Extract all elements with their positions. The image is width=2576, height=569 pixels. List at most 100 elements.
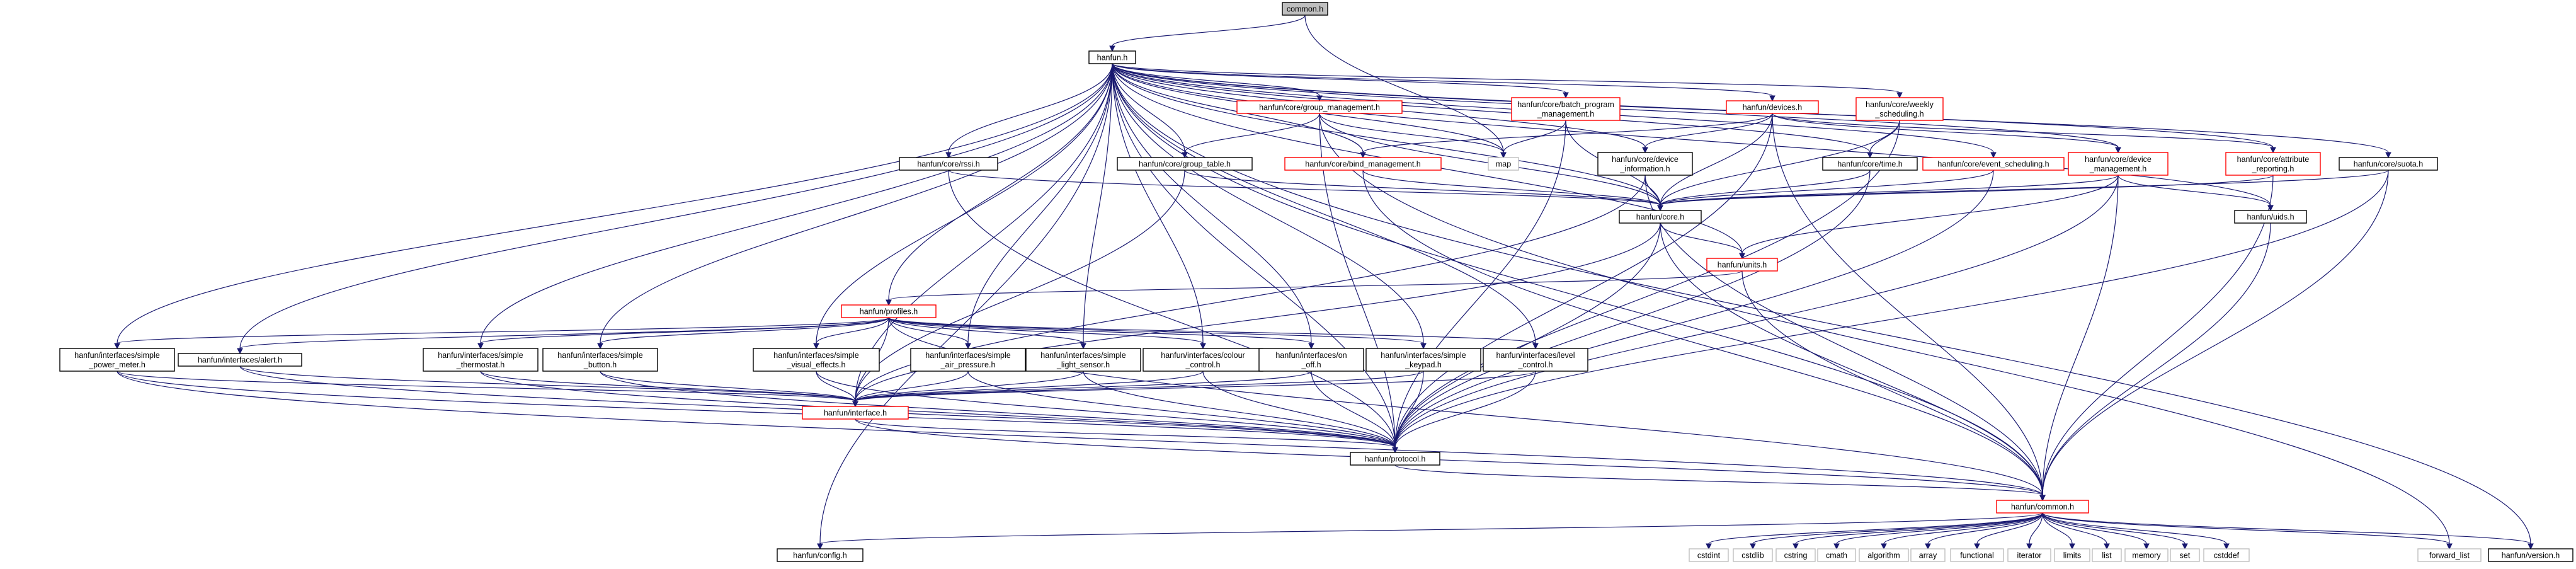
node-box bbox=[178, 353, 302, 367]
edge-line bbox=[888, 317, 969, 344]
node-box bbox=[2054, 548, 2090, 562]
edge-line bbox=[2042, 512, 2450, 544]
node-profiles[interactable]: hanfun/profiles.h bbox=[841, 304, 937, 318]
node-box bbox=[2203, 548, 2250, 562]
node-cstdint[interactable]: cstdint bbox=[1689, 548, 1729, 562]
node-bind-mgmt[interactable]: hanfun/core/bind_management.h bbox=[1284, 157, 1442, 171]
edge-arrowhead bbox=[1392, 447, 1398, 454]
edge-line bbox=[855, 371, 1424, 402]
node-label: hanfun/core/bind_management.h bbox=[1305, 160, 1421, 169]
node-box bbox=[899, 157, 998, 171]
node-common[interactable]: hanfun/common.h bbox=[1996, 500, 2089, 514]
node-dev-mgmt[interactable]: hanfun/core/device_management.h bbox=[2068, 152, 2169, 176]
node-interface[interactable]: hanfun/interface.h bbox=[802, 406, 909, 420]
edge-line bbox=[1112, 63, 2043, 496]
node-group-table[interactable]: hanfun/core/group_table.h bbox=[1117, 157, 1253, 171]
edge-line bbox=[816, 63, 1113, 344]
node-units[interactable]: hanfun/units.h bbox=[1706, 258, 1778, 272]
node-label: hanfun/uids.h bbox=[2247, 213, 2294, 222]
edge-devices-to-bind_mgmt bbox=[1360, 113, 1773, 159]
edge-line bbox=[117, 371, 2043, 496]
node-cstdlib[interactable]: cstdlib bbox=[1733, 548, 1773, 562]
node-version[interactable]: hanfun/version.h bbox=[2488, 548, 2573, 562]
edge-common-to-version bbox=[2042, 512, 2534, 550]
node-box bbox=[1282, 2, 1328, 16]
node-button[interactable]: hanfun/interfaces/simple_button.h bbox=[542, 348, 658, 372]
node-box bbox=[2007, 548, 2051, 562]
node-box bbox=[1950, 548, 2004, 562]
node-keypad[interactable]: hanfun/interfaces/simple_keypad.h bbox=[1365, 348, 1481, 372]
node-cmath[interactable]: cmath bbox=[1817, 548, 1856, 562]
edge-line bbox=[1660, 222, 2043, 496]
node-light-sensor[interactable]: hanfun/interfaces/simple_light_sensor.h bbox=[1025, 348, 1141, 372]
node-common-root[interactable]: common.h bbox=[1282, 2, 1328, 16]
node-visual[interactable]: hanfun/interfaces/simple_visual_effects.… bbox=[753, 348, 880, 372]
node-label: memory bbox=[2132, 551, 2161, 560]
edge-line bbox=[2042, 512, 2186, 544]
node-batch-prog[interactable]: hanfun/core/batch_program_management.h bbox=[1511, 97, 1621, 121]
node-uids[interactable]: hanfun/uids.h bbox=[2234, 210, 2307, 224]
edge-line bbox=[1394, 120, 1566, 448]
edge-arrowhead bbox=[1182, 152, 1188, 159]
edge-line bbox=[1112, 14, 1306, 47]
node-devices[interactable]: hanfun/devices.h bbox=[1726, 100, 1819, 114]
node-algorithm[interactable]: algorithm bbox=[1859, 548, 1909, 562]
node-label: hanfun/common.h bbox=[2011, 503, 2074, 512]
node-label: set bbox=[2180, 551, 2191, 560]
node-rssi[interactable]: hanfun/core/rssi.h bbox=[899, 157, 998, 171]
node-group-mgmt[interactable]: hanfun/core/group_management.h bbox=[1236, 100, 1403, 114]
node-list[interactable]: list bbox=[2092, 548, 2122, 562]
node-core-time[interactable]: hanfun/core/time.h bbox=[1822, 157, 1918, 171]
node-box bbox=[2068, 152, 2169, 176]
node-memory[interactable]: memory bbox=[2124, 548, 2169, 562]
node-core[interactable]: hanfun/core.h bbox=[1619, 210, 1702, 224]
node-set[interactable]: set bbox=[2170, 548, 2200, 562]
edge-line bbox=[1112, 63, 1773, 96]
node-box bbox=[2234, 210, 2307, 224]
node-thermostat[interactable]: hanfun/interfaces/simple_thermostat.h bbox=[423, 348, 539, 372]
node-power-meter[interactable]: hanfun/interfaces/simple_power_meter.h bbox=[59, 348, 175, 372]
node-label: forward_list bbox=[2429, 551, 2470, 560]
node-dev-info[interactable]: hanfun/core/device_information.h bbox=[1597, 152, 1693, 176]
node-box bbox=[1236, 100, 1403, 114]
node-onoff[interactable]: hanfun/interfaces/on_off.h bbox=[1258, 348, 1364, 372]
node-box bbox=[1088, 50, 1136, 64]
edge-line bbox=[1394, 175, 2119, 448]
node-label: _reporting.h bbox=[2252, 164, 2294, 173]
node-label: hanfun/version.h bbox=[2502, 551, 2560, 560]
edge-common-to-memory bbox=[2042, 512, 2150, 550]
node-label: hanfun/core/time.h bbox=[1837, 160, 1903, 169]
edge-line bbox=[1394, 371, 1424, 448]
node-colour[interactable]: hanfun/interfaces/colour_control.h bbox=[1143, 348, 1263, 372]
edge-line bbox=[888, 317, 1424, 344]
edge-line bbox=[1394, 371, 1536, 448]
node-forward-list[interactable]: forward_list bbox=[2417, 548, 2482, 562]
edge-arrowhead bbox=[1706, 543, 1712, 550]
node-config[interactable]: hanfun/config.h bbox=[777, 548, 863, 562]
node-attr-report[interactable]: hanfun/core/attribute_reporting.h bbox=[2225, 152, 2321, 176]
node-suota[interactable]: hanfun/core/suota.h bbox=[2339, 157, 2438, 171]
node-map[interactable]: map bbox=[1488, 157, 1519, 171]
node-hanfun[interactable]: hanfun.h bbox=[1088, 50, 1136, 64]
node-label: hanfun/interfaces/level bbox=[1496, 351, 1575, 360]
edge-line bbox=[855, 175, 1646, 402]
nodes-layer: common.h hanfun.h hanfun/core/group_manage… bbox=[59, 2, 2573, 562]
node-protocol[interactable]: hanfun/protocol.h bbox=[1350, 452, 1440, 466]
edge-arrowhead bbox=[2528, 543, 2534, 550]
edge-arrowhead bbox=[1563, 92, 1569, 99]
node-label: hanfun/interfaces/simple bbox=[438, 351, 523, 360]
node-label: _control.h bbox=[1185, 360, 1221, 369]
node-event-sched[interactable]: hanfun/core/event_scheduling.h bbox=[1922, 157, 2065, 171]
node-array[interactable]: array bbox=[1910, 548, 1946, 562]
edge-arrowhead bbox=[114, 343, 120, 350]
node-cstring[interactable]: cstring bbox=[1775, 548, 1816, 562]
node-label: _light_sensor.h bbox=[1056, 360, 1110, 369]
node-air-pressure[interactable]: hanfun/interfaces/simple_air_pressure.h bbox=[910, 348, 1026, 372]
node-cstddef[interactable]: cstddef bbox=[2203, 548, 2250, 562]
node-weekly[interactable]: hanfun/core/weekly_scheduling.h bbox=[1855, 97, 1944, 121]
node-functional[interactable]: functional bbox=[1950, 548, 2004, 562]
node-iterator[interactable]: iterator bbox=[2007, 548, 2051, 562]
node-limits[interactable]: limits bbox=[2054, 548, 2090, 562]
node-level[interactable]: hanfun/interfaces/level_control.h bbox=[1483, 348, 1588, 372]
node-alert[interactable]: hanfun/interfaces/alert.h bbox=[178, 353, 302, 367]
